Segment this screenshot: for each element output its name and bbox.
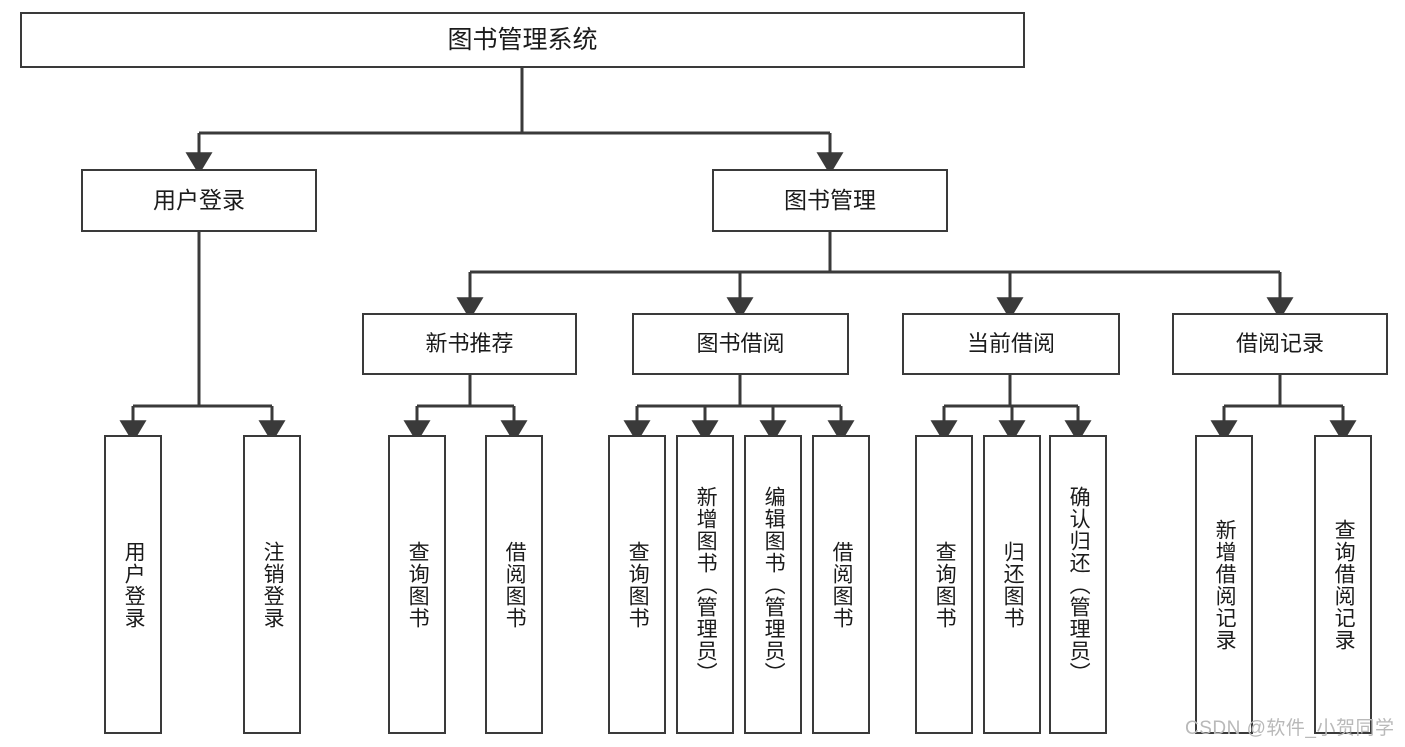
node-label: 借阅图书 (503, 540, 527, 629)
node-label: 新增借阅记录 (1213, 518, 1237, 651)
leaf-borrow-edit-book-admin[interactable]: 编辑图书（管理员） (744, 435, 802, 734)
leaf-borrow-add-book-admin[interactable]: 新增图书（管理员） (676, 435, 734, 734)
leaf-recommend-query-book[interactable]: 查询图书 (388, 435, 446, 734)
node-label: 新增图书（管理员） (694, 485, 718, 684)
node-label: 当前借阅 (966, 331, 1055, 357)
node-current-borrow[interactable]: 当前借阅 (902, 313, 1120, 375)
node-label: 查询图书 (626, 540, 650, 629)
node-label: 用户登录 (122, 540, 146, 629)
node-label: 借阅图书 (830, 540, 854, 629)
node-label: 查询图书 (406, 540, 430, 629)
node-label: 新书推荐 (425, 331, 514, 357)
node-label: 编辑图书（管理员） (762, 485, 786, 684)
node-root-system[interactable]: 图书管理系统 (20, 12, 1025, 68)
node-label: 图书借阅 (696, 331, 785, 357)
node-label: 归还图书 (1001, 540, 1025, 629)
csdn-watermark: CSDN @软件_小贺同学 (1185, 718, 1395, 739)
node-label: 图书管理 (784, 187, 876, 214)
node-user-login[interactable]: 用户登录 (81, 169, 317, 232)
node-label: 用户登录 (153, 187, 245, 214)
leaf-borrow-query-book[interactable]: 查询图书 (608, 435, 666, 734)
leaf-current-confirm-return-admin[interactable]: 确认归还（管理员） (1049, 435, 1107, 734)
leaf-recommend-borrow-book[interactable]: 借阅图书 (485, 435, 543, 734)
node-label: 图书管理系统 (447, 25, 598, 54)
leaf-user-login[interactable]: 用户登录 (104, 435, 162, 734)
node-new-book-recommend[interactable]: 新书推荐 (362, 313, 577, 375)
node-label: 注销登录 (261, 540, 285, 629)
leaf-record-query-borrow-record[interactable]: 查询借阅记录 (1314, 435, 1372, 734)
leaf-current-query-book[interactable]: 查询图书 (915, 435, 973, 734)
node-label: 查询借阅记录 (1332, 518, 1356, 651)
leaf-current-return-book[interactable]: 归还图书 (983, 435, 1041, 734)
node-label: 借阅记录 (1235, 331, 1324, 357)
leaf-record-add-borrow-record[interactable]: 新增借阅记录 (1195, 435, 1253, 734)
node-book-management[interactable]: 图书管理 (712, 169, 948, 232)
node-borrow-record[interactable]: 借阅记录 (1172, 313, 1388, 375)
leaf-borrow-borrow-book[interactable]: 借阅图书 (812, 435, 870, 734)
node-label: 查询图书 (933, 540, 957, 629)
leaf-user-logout[interactable]: 注销登录 (243, 435, 301, 734)
node-label: 确认归还（管理员） (1067, 485, 1091, 684)
node-book-borrow[interactable]: 图书借阅 (632, 313, 849, 375)
